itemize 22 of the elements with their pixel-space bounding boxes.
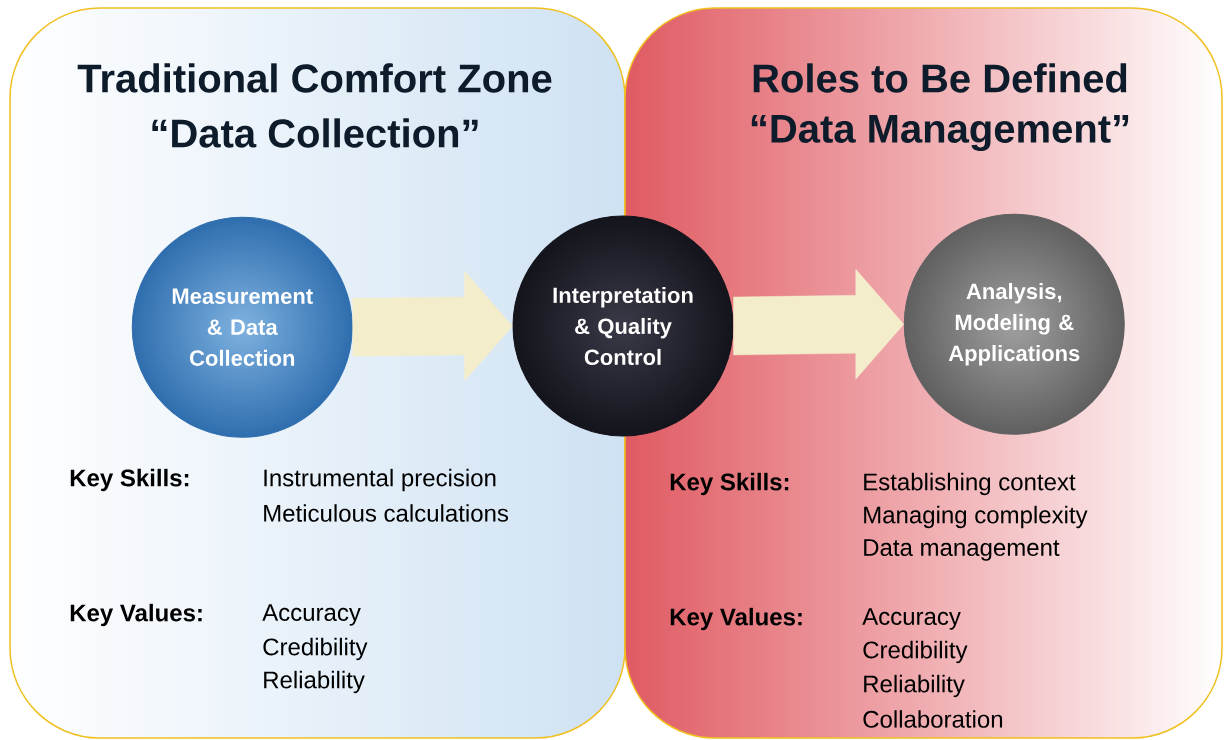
heading: “Data Management”: [751, 115, 1129, 151]
block-arrow: [733, 269, 904, 380]
list-item: Accuracy: [262, 604, 361, 626]
label-heading: Key Values:: [670, 607, 802, 631]
list-item: Establishing context: [864, 472, 1076, 496]
list-item: Reliability: [864, 674, 965, 698]
label-heading: Key Values:: [70, 603, 202, 627]
label-heading: Key Skills:: [670, 472, 789, 496]
block-arrow: [352, 270, 513, 382]
list-item: Meticulous calculations: [264, 504, 509, 522]
list-item: Data management: [864, 539, 1060, 561]
list-item: Credibility: [863, 640, 968, 664]
list-item: Managing complexity: [864, 505, 1088, 529]
heading: Traditional Comfort Zone: [77, 63, 552, 93]
heading: “Data Collection”: [152, 118, 478, 148]
list-item: Credibility: [263, 637, 368, 661]
list-item: Accuracy: [862, 608, 961, 630]
heading: Roles to Be Defined: [753, 63, 1127, 93]
label-heading: Key Skills:: [70, 468, 189, 492]
list-item: Reliability: [264, 670, 365, 694]
list-item: Collaboration: [863, 710, 1003, 728]
list-item: Instrumental precision: [264, 468, 496, 492]
